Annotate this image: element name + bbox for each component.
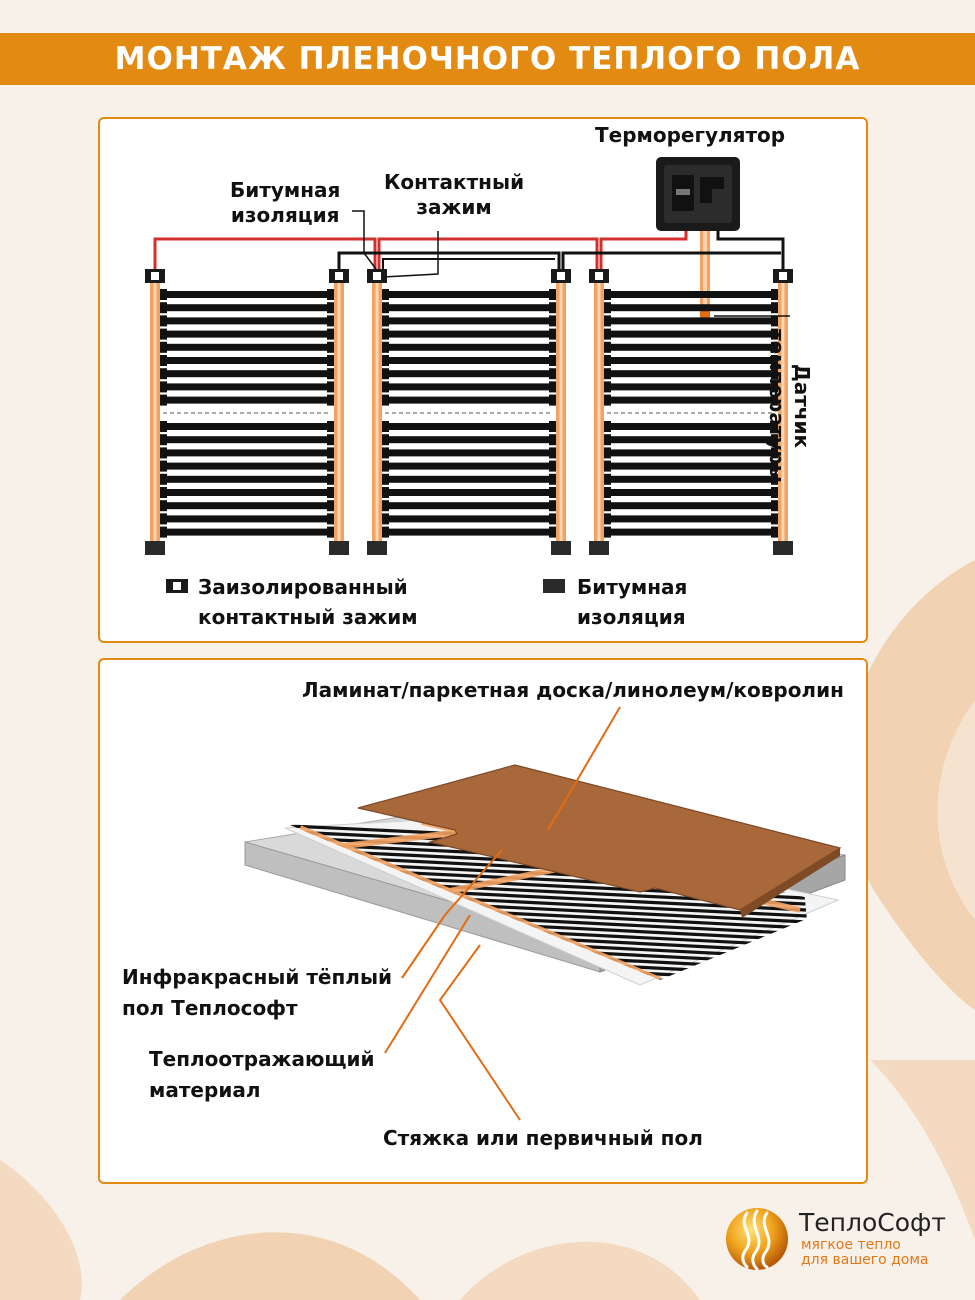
carbon-stripe — [167, 515, 327, 523]
label-temperature-sensor: Датчик температуры — [764, 329, 814, 483]
black-return-wire — [337, 231, 785, 269]
carbon-stripe — [167, 436, 327, 444]
carbon-stripe — [611, 515, 771, 523]
carbon-stripe — [389, 304, 549, 312]
carbon-stripe — [167, 423, 327, 430]
carbon-stripe — [167, 462, 327, 470]
label-screed: Стяжка или первичный пол — [383, 1126, 703, 1150]
carbon-stripe — [389, 515, 549, 523]
carbon-stripe — [611, 291, 771, 298]
carbon-stripe — [167, 528, 327, 536]
carbon-stripe — [167, 383, 327, 391]
legend-bitumen-insulation: Битумная изоляция — [577, 575, 688, 629]
bitumen-insulation — [551, 541, 571, 555]
bitumen-insulation — [145, 541, 165, 555]
carbon-stripe — [389, 291, 549, 298]
carbon-stripe — [611, 396, 771, 404]
carbon-stripe — [389, 489, 549, 496]
carbon-stripe — [389, 396, 549, 404]
label-thermostat: Терморегулятор — [595, 123, 786, 147]
temperature-sensor — [700, 231, 710, 319]
carbon-stripe — [611, 462, 771, 470]
carbon-stripe — [611, 317, 771, 325]
laminate-layer — [357, 764, 842, 911]
film-carbon-stripe — [347, 968, 815, 980]
carbon-stripe — [167, 502, 327, 510]
page-title: МОНТАЖ ПЛЕНОЧНОГО ТЕПЛОГО ПОЛА — [114, 41, 861, 77]
label-infrared-floor: Инфракрасный тёплый пол Теплософт — [122, 965, 393, 1020]
carbon-stripe — [167, 449, 327, 457]
brand-name: ТеплоСофт — [799, 1208, 946, 1237]
carbon-stripe — [389, 423, 549, 430]
carbon-stripe — [611, 528, 771, 536]
carbon-stripe — [389, 449, 549, 457]
carbon-stripe — [389, 357, 549, 364]
carbon-stripe — [167, 343, 327, 351]
carbon-stripe — [167, 304, 327, 312]
legend-clamp-icon — [166, 579, 188, 593]
carbon-stripe — [167, 475, 327, 483]
legend-insulated-clamp: Заизолированный контактный зажим — [198, 575, 418, 629]
heating-film-strip — [367, 269, 571, 555]
carbon-stripe — [389, 330, 549, 338]
label-contact-clamp: Контактный зажим — [384, 170, 525, 219]
carbon-stripe — [611, 357, 771, 364]
floor-layers-diagram — [244, 706, 846, 1121]
label-top-covering: Ламинат/паркетная доска/линолеум/ковроли… — [302, 678, 844, 702]
carbon-stripe — [611, 383, 771, 391]
carbon-stripe — [389, 528, 549, 536]
carbon-stripe — [167, 317, 327, 325]
label-bitumen-top: Битумная изоляция — [230, 178, 341, 227]
carbon-stripe — [611, 423, 771, 430]
wiring-diagram — [145, 157, 793, 593]
carbon-stripe — [389, 317, 549, 325]
film-copper-band — [298, 825, 662, 980]
brand-logo: ТеплоСофт мягкое тепло для вашего дома — [723, 1205, 963, 1275]
brand-logo-icon — [726, 1208, 788, 1271]
carbon-stripe — [389, 475, 549, 483]
wiring-diagram-panel: Терморегулятор Битумная изоляция Контакт… — [98, 117, 868, 643]
carbon-stripe — [167, 396, 327, 404]
legend-bitumen-icon — [543, 579, 565, 593]
bitumen-insulation — [329, 541, 349, 555]
jumper-wire — [382, 258, 555, 269]
carbon-stripe — [611, 304, 771, 312]
carbon-stripe — [167, 291, 327, 298]
bitumen-insulation — [589, 541, 609, 555]
bitumen-insulation — [367, 541, 387, 555]
carbon-stripe — [611, 475, 771, 483]
label-reflective-material: Теплоотражающий материал — [149, 1047, 375, 1102]
title-bar: МОНТАЖ ПЛЕНОЧНОГО ТЕПЛОГО ПОЛА — [0, 33, 975, 85]
carbon-stripe — [389, 370, 549, 378]
reflective-layer — [284, 817, 840, 986]
carbon-stripe — [611, 436, 771, 444]
heating-film-strip — [589, 269, 793, 555]
film-carbon-stripe — [345, 962, 814, 980]
carbon-stripe — [167, 330, 327, 338]
brand-tagline: мягкое тепло для вашего дома — [801, 1237, 929, 1268]
carbon-stripe — [389, 383, 549, 391]
carbon-stripe — [611, 502, 771, 510]
carbon-stripe — [611, 449, 771, 457]
floor-layers-panel: Ламинат/паркетная доска/линолеум/ковроли… — [98, 658, 868, 1184]
carbon-stripe — [611, 370, 771, 378]
carbon-stripe — [611, 343, 771, 351]
carbon-stripe — [389, 436, 549, 444]
carbon-stripe — [389, 462, 549, 470]
carbon-stripe — [167, 370, 327, 378]
carbon-stripe — [389, 343, 549, 351]
heating-film-strip — [145, 269, 349, 555]
carbon-stripe — [611, 330, 771, 338]
bitumen-insulation — [773, 541, 793, 555]
carbon-stripe — [389, 502, 549, 510]
carbon-stripe — [167, 357, 327, 364]
carbon-stripe — [167, 489, 327, 496]
red-supply-wire — [153, 231, 688, 269]
carbon-stripe — [611, 489, 771, 496]
thermostat-icon — [656, 157, 740, 231]
